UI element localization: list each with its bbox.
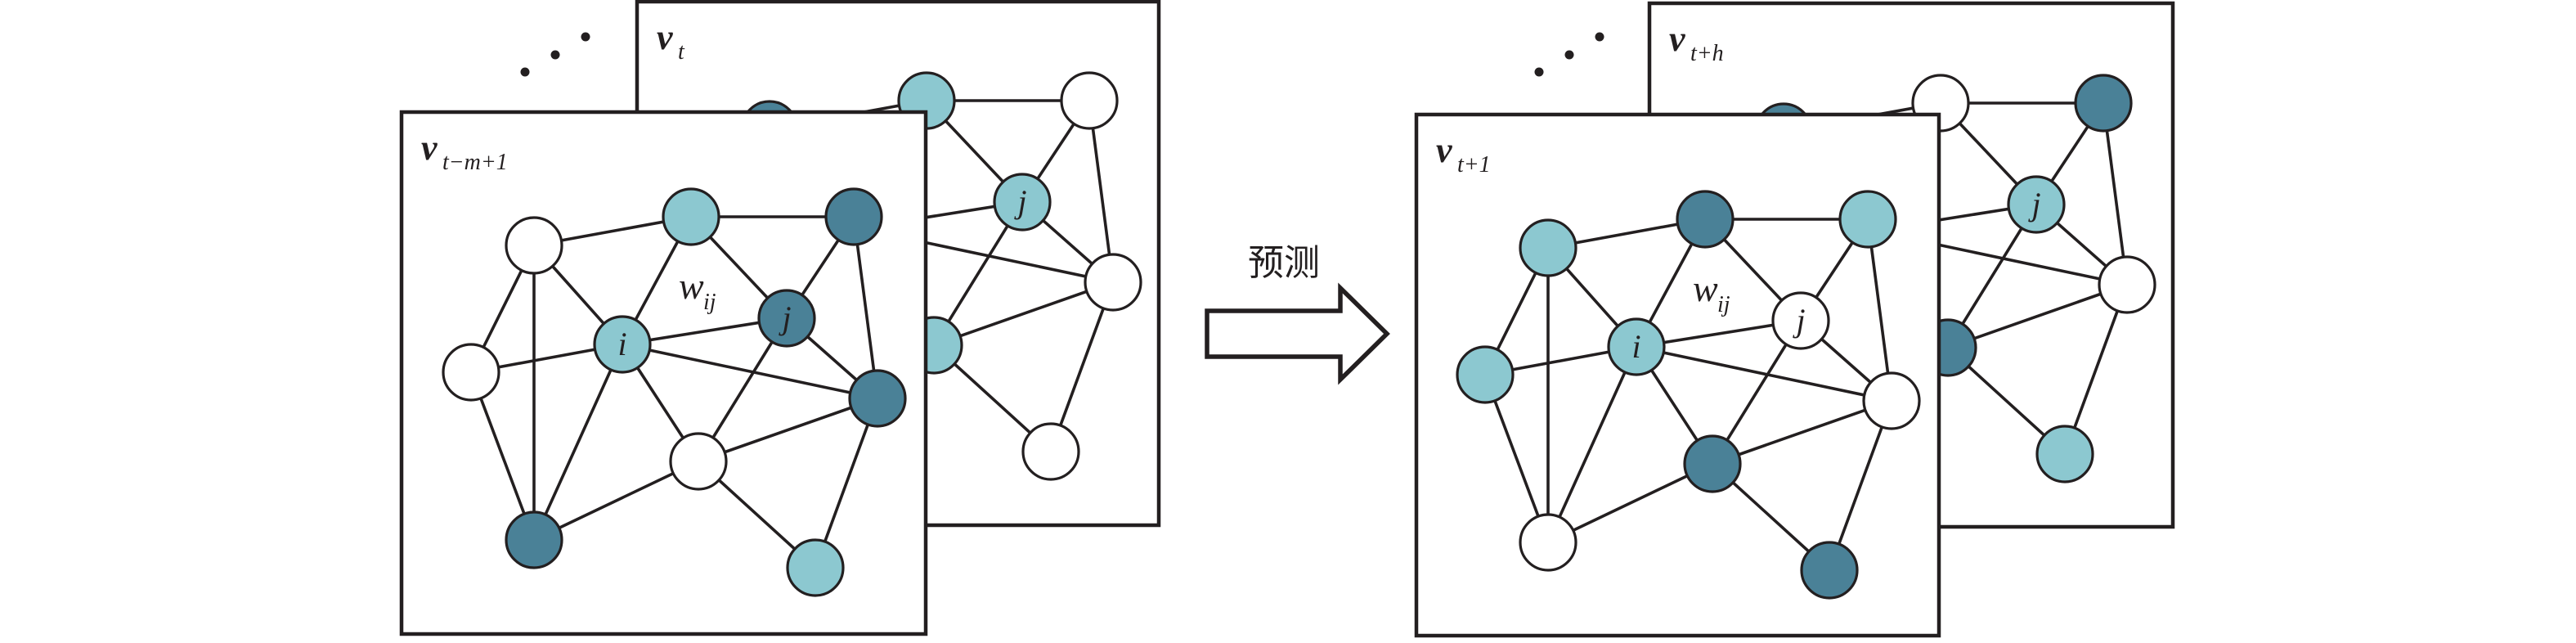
edge-weight-label: w	[679, 265, 704, 307]
edge-C-E	[1866, 218, 1893, 402]
snapshot-label-subscript: t	[678, 39, 685, 65]
node-C-empty	[1060, 71, 1119, 130]
node-label-j: j	[1792, 302, 1805, 339]
node-B-light	[662, 187, 720, 246]
node-F-empty	[669, 432, 728, 491]
node-H-empty	[1021, 422, 1080, 481]
edge-D-G	[1483, 374, 1550, 543]
node-j-empty	[1771, 291, 1830, 350]
snapshot-label-subscript: t+h	[1690, 41, 1724, 66]
snapshot-label: v	[657, 17, 673, 57]
ellipsis-dot	[1595, 32, 1604, 42]
edge-E-F	[1947, 283, 2128, 349]
node-label-i: i	[617, 326, 626, 362]
node-B-dark	[1676, 190, 1735, 249]
ellipsis-dot	[550, 50, 560, 60]
edge-weight-label: w	[1693, 268, 1718, 309]
edge-C-E	[1088, 100, 1115, 283]
edge-E-H	[1828, 400, 1893, 571]
snapshot-label: v	[1436, 130, 1452, 170]
node-label-j: j	[2027, 186, 2040, 223]
snapshot-label: v	[1669, 19, 1685, 59]
node-C-light	[1838, 190, 1897, 249]
edge-weight-subscript: ij	[1717, 292, 1730, 317]
ellipsis-dots-history	[520, 32, 590, 77]
node-label-j: j	[1013, 183, 1026, 220]
node-label-j: j	[778, 299, 791, 336]
edge-E-H	[1049, 281, 1115, 452]
snapshot-label-subscript: t−m+1	[442, 150, 508, 175]
ellipsis-dot	[581, 32, 590, 42]
node-j-dark	[757, 289, 816, 348]
node-C-dark	[824, 187, 883, 246]
node-F-dark	[1683, 434, 1742, 493]
ellipsis-dot	[1564, 50, 1574, 60]
node-H-light	[2035, 425, 2094, 483]
node-E-empty	[2098, 255, 2156, 314]
edge-F-G	[533, 460, 699, 542]
edge-E-F	[933, 281, 1114, 347]
snapshot-label: v	[421, 128, 438, 168]
right-arrow-icon	[1205, 282, 1390, 385]
node-E-empty	[1084, 253, 1142, 312]
node-H-light	[786, 538, 845, 597]
edge-i-E	[622, 343, 878, 400]
edge-F-G	[1547, 462, 1713, 544]
ellipsis-dots-prediction	[1534, 32, 1604, 77]
edge-C-E	[2102, 102, 2129, 286]
node-i-light	[1607, 317, 1666, 376]
edge-C-E	[852, 216, 879, 399]
node-D-empty	[442, 343, 500, 402]
edge-i-E	[1636, 345, 1892, 402]
edge-i-G	[532, 344, 624, 541]
node-label-i: i	[1631, 328, 1640, 365]
nodes: ij	[1456, 190, 1921, 600]
ellipsis-dot	[1534, 67, 1544, 77]
node-i-light	[593, 315, 652, 374]
node-A-empty	[505, 216, 563, 275]
prediction-label: 预测	[1248, 242, 1320, 284]
node-j-light	[2007, 175, 2066, 234]
edge-D-G	[469, 371, 536, 541]
snapshot-label-subscript: t+1	[1457, 152, 1491, 178]
node-D-light	[1456, 345, 1515, 404]
edge-E-H	[2063, 284, 2129, 455]
edge-weight-subscript: ij	[703, 290, 716, 315]
node-C-dark	[2074, 74, 2133, 133]
node-H-dark	[1800, 541, 1859, 600]
node-G-dark	[505, 510, 563, 569]
node-E-empty	[1862, 371, 1921, 430]
edge-E-F	[1712, 399, 1892, 465]
edge-i-G	[1546, 346, 1638, 543]
node-G-empty	[1519, 513, 1577, 572]
edge-E-H	[814, 398, 879, 569]
nodes: ij	[442, 187, 907, 597]
ellipsis-dot	[520, 67, 530, 77]
prediction-arrow-group: 预测	[1205, 242, 1390, 385]
node-E-dark	[848, 369, 907, 428]
node-A-light	[1519, 218, 1577, 277]
node-j-light	[993, 173, 1052, 232]
edge-E-F	[698, 397, 878, 463]
